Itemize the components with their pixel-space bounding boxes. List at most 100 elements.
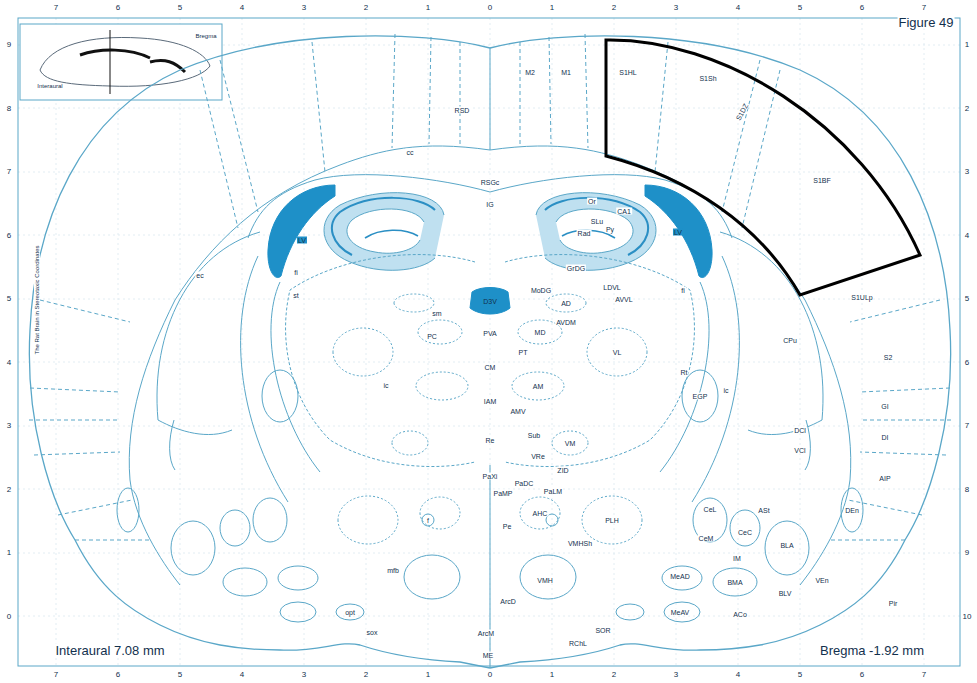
region-label: AVVL — [614, 296, 633, 303]
axis-number: 6 — [964, 359, 970, 367]
axis-number: 6 — [859, 4, 865, 12]
region-label: ME — [482, 652, 495, 659]
region-label: DI — [881, 434, 890, 441]
region-label: RSD — [454, 107, 471, 114]
axis-number: 3 — [964, 168, 970, 176]
axis-number: 0 — [6, 613, 12, 621]
region-label: GrDG — [566, 265, 586, 272]
axis-number: 4 — [735, 671, 741, 679]
axis-number: 7 — [964, 422, 970, 430]
region-label: CPu — [782, 337, 798, 344]
axis-number: 4 — [239, 4, 245, 12]
region-label: MeAV — [670, 609, 691, 616]
axis-number: 1 — [6, 549, 12, 557]
book-credit: The Rat Brain in Stereotaxic Coordinates — [34, 244, 40, 355]
region-label: DCl — [793, 427, 807, 434]
region-label: S1HL — [618, 69, 638, 76]
region-label: AVDM — [555, 319, 577, 326]
axis-number: 8 — [6, 105, 12, 113]
axis-number: 3 — [673, 4, 679, 12]
region-label: CeM — [698, 535, 715, 542]
region-label: Sub — [527, 432, 541, 439]
region-label: BLA — [779, 542, 794, 549]
region-label: VRe — [530, 453, 546, 460]
region-label: AMV — [509, 408, 526, 415]
region-label: AD — [560, 300, 572, 307]
region-label: VMHSh — [567, 540, 593, 547]
region-label: VEn — [814, 577, 829, 584]
axis-number: 2 — [964, 105, 970, 113]
region-label: AM — [532, 383, 545, 390]
axis-number: 2 — [611, 671, 617, 679]
region-label: ic — [382, 382, 389, 389]
region-label: S1Sh — [698, 75, 717, 82]
region-label: S1ULp — [850, 294, 873, 301]
region-label: IG — [485, 201, 494, 208]
region-label: SOR — [594, 627, 611, 634]
axis-number: 3 — [301, 671, 307, 679]
axis-number: 1 — [549, 4, 555, 12]
region-label: Or — [587, 198, 597, 205]
region-label: Re — [485, 437, 496, 444]
region-label: opt — [344, 609, 356, 616]
region-label: PaXi — [482, 473, 499, 480]
region-label: Rad — [577, 230, 592, 237]
axis-number: 3 — [301, 4, 307, 12]
region-label: PT — [518, 349, 529, 356]
region-label: IAM — [483, 398, 497, 405]
region-label: PaLM — [543, 488, 563, 495]
axis-number: 2 — [363, 4, 369, 12]
region-label: PVA — [482, 330, 498, 337]
region-label: EGP — [692, 393, 709, 400]
inset-label: Bregma — [194, 33, 217, 39]
inset-label: Interaural — [36, 83, 63, 89]
region-label: PaDC — [514, 480, 535, 487]
region-label: VCl — [793, 447, 806, 454]
axis-number: 7 — [53, 671, 59, 679]
region-label: VL — [612, 349, 623, 356]
axis-number: 10 — [962, 613, 973, 621]
region-label: st — [292, 292, 299, 299]
region-label: mfb — [386, 567, 400, 574]
region-label: VM — [564, 440, 577, 447]
region-label: LDVL — [602, 284, 622, 291]
axis-number: 1 — [964, 41, 970, 49]
region-label: BMA — [726, 579, 743, 586]
axis-number: 6 — [115, 671, 121, 679]
axis-number: 5 — [177, 671, 183, 679]
region-label: ArcM — [477, 630, 495, 637]
axis-number: 4 — [964, 232, 970, 240]
plate-coordinate: Interaural 7.08 mm — [54, 644, 165, 657]
region-label: fi — [293, 269, 299, 276]
region-label: CA1 — [616, 208, 632, 215]
axis-number: 5 — [177, 4, 183, 12]
region-label: GI — [880, 403, 889, 410]
axis-number: 2 — [611, 4, 617, 12]
axis-number: 5 — [797, 671, 803, 679]
axis-number: 0 — [487, 671, 493, 679]
region-label: PLH — [604, 517, 620, 524]
region-label: ec — [195, 272, 204, 279]
figure-title: Figure 49 — [898, 16, 955, 29]
region-label: RChL — [568, 640, 588, 647]
axis-number: 2 — [6, 486, 12, 494]
axis-number: 4 — [239, 671, 245, 679]
region-label: ZID — [556, 467, 569, 474]
axis-number: 9 — [964, 549, 970, 557]
region-label: MoDG — [530, 287, 552, 294]
region-label: PC — [426, 333, 438, 340]
region-label: ASt — [757, 507, 770, 514]
region-label: IM — [732, 555, 742, 562]
axis-number: 3 — [673, 671, 679, 679]
axis-number: 5 — [797, 4, 803, 12]
axis-number: 6 — [115, 4, 121, 12]
region-label: Rt — [680, 369, 689, 376]
region-label: AHC — [532, 510, 549, 517]
region-label: DEn — [844, 507, 860, 514]
region-label: RSGc — [480, 179, 501, 186]
region-label: BLV — [778, 590, 793, 597]
region-label: S1BF — [812, 177, 832, 184]
region-label: MeAD — [669, 573, 690, 580]
